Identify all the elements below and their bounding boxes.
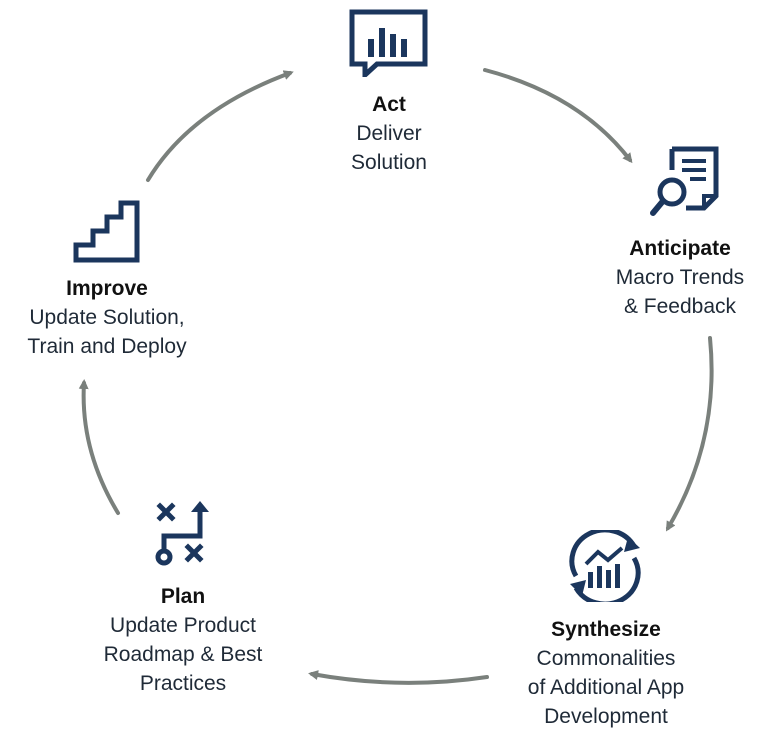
stage-improve-line-2: Train and Deploy: [27, 335, 187, 358]
chart-speech-bubble-icon: [349, 9, 428, 77]
cycle-bar-chart-icon: [569, 530, 641, 602]
arrow-anticipate-to-synthesize: [665, 336, 714, 532]
stage-synthesize-line-2: of Additional App: [527, 676, 685, 699]
stage-synthesize-title: Synthesize: [551, 618, 661, 641]
stage-act-line-1: Deliver: [356, 122, 422, 145]
stairs-icon: [73, 200, 140, 263]
stage-plan: Plan Update Product Roadmap & Best Pract…: [73, 583, 293, 698]
stage-improve-line-1: Update Solution,: [29, 306, 185, 329]
stage-synthesize-line-1: Commonalities: [536, 647, 676, 670]
stage-anticipate: Anticipate Macro Trends & Feedback: [596, 235, 764, 321]
stage-act-title: Act: [372, 93, 406, 116]
stage-plan-line-1: Update Product: [110, 614, 256, 637]
stage-synthesize-line-3: Development: [544, 705, 668, 728]
stage-anticipate-title: Anticipate: [629, 237, 731, 260]
stage-synthesize: Synthesize Commonalities of Additional A…: [495, 616, 717, 729]
stage-improve-title: Improve: [66, 277, 148, 300]
arrow-act-to-anticipate: [483, 68, 633, 164]
document-magnifier-icon: [650, 146, 719, 216]
stage-act: Act Deliver Solution: [309, 91, 469, 177]
stage-plan-line-2: Roadmap & Best: [103, 643, 263, 666]
stage-anticipate-line-2: & Feedback: [623, 295, 737, 318]
arrow-synthesize-to-plan: [308, 670, 489, 685]
stage-anticipate-line-1: Macro Trends: [615, 266, 745, 289]
arrow-plan-to-improve: [78, 379, 120, 515]
stage-plan-title: Plan: [160, 585, 206, 608]
stage-plan-line-3: Practices: [139, 672, 227, 695]
stage-improve: Improve Update Solution, Train and Deplo…: [2, 275, 212, 361]
stage-act-line-2: Solution: [351, 151, 427, 174]
strategy-play-icon: [155, 501, 209, 566]
arrow-improve-to-act: [146, 70, 294, 182]
